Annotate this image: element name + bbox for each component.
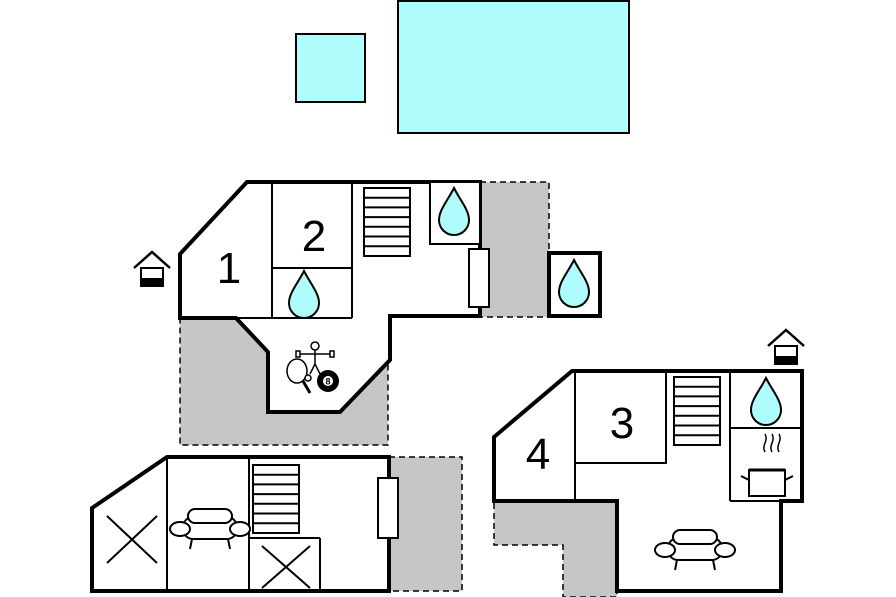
entrance-icon	[132, 250, 172, 288]
pool-large	[397, 0, 630, 134]
wall	[575, 371, 667, 464]
billiard-ball-icon: 8	[317, 370, 339, 392]
bed-cross-icon	[106, 515, 158, 564]
pool-small	[295, 33, 366, 103]
terrace-southwest	[388, 456, 463, 592]
terrace-east	[479, 181, 550, 318]
room-number-2: 2	[302, 212, 326, 261]
lower-right-floor-outline	[492, 369, 804, 593]
stairs-icon	[363, 187, 411, 257]
room-number-4: 4	[526, 430, 550, 479]
table-football-icon	[295, 341, 335, 375]
window	[468, 248, 490, 308]
room-number-3: 3	[610, 399, 634, 448]
billiard-ball-number: 8	[325, 377, 330, 387]
stairs-icon	[673, 376, 721, 446]
window	[377, 477, 399, 539]
table-tennis-icon	[286, 358, 312, 394]
bed-cross-icon	[261, 545, 311, 589]
room-number-1: 1	[217, 244, 241, 293]
terrace-southeast	[493, 500, 618, 597]
entrance-icon	[766, 328, 806, 366]
cooking-pot-icon	[740, 433, 794, 497]
stairs-icon	[252, 464, 300, 534]
